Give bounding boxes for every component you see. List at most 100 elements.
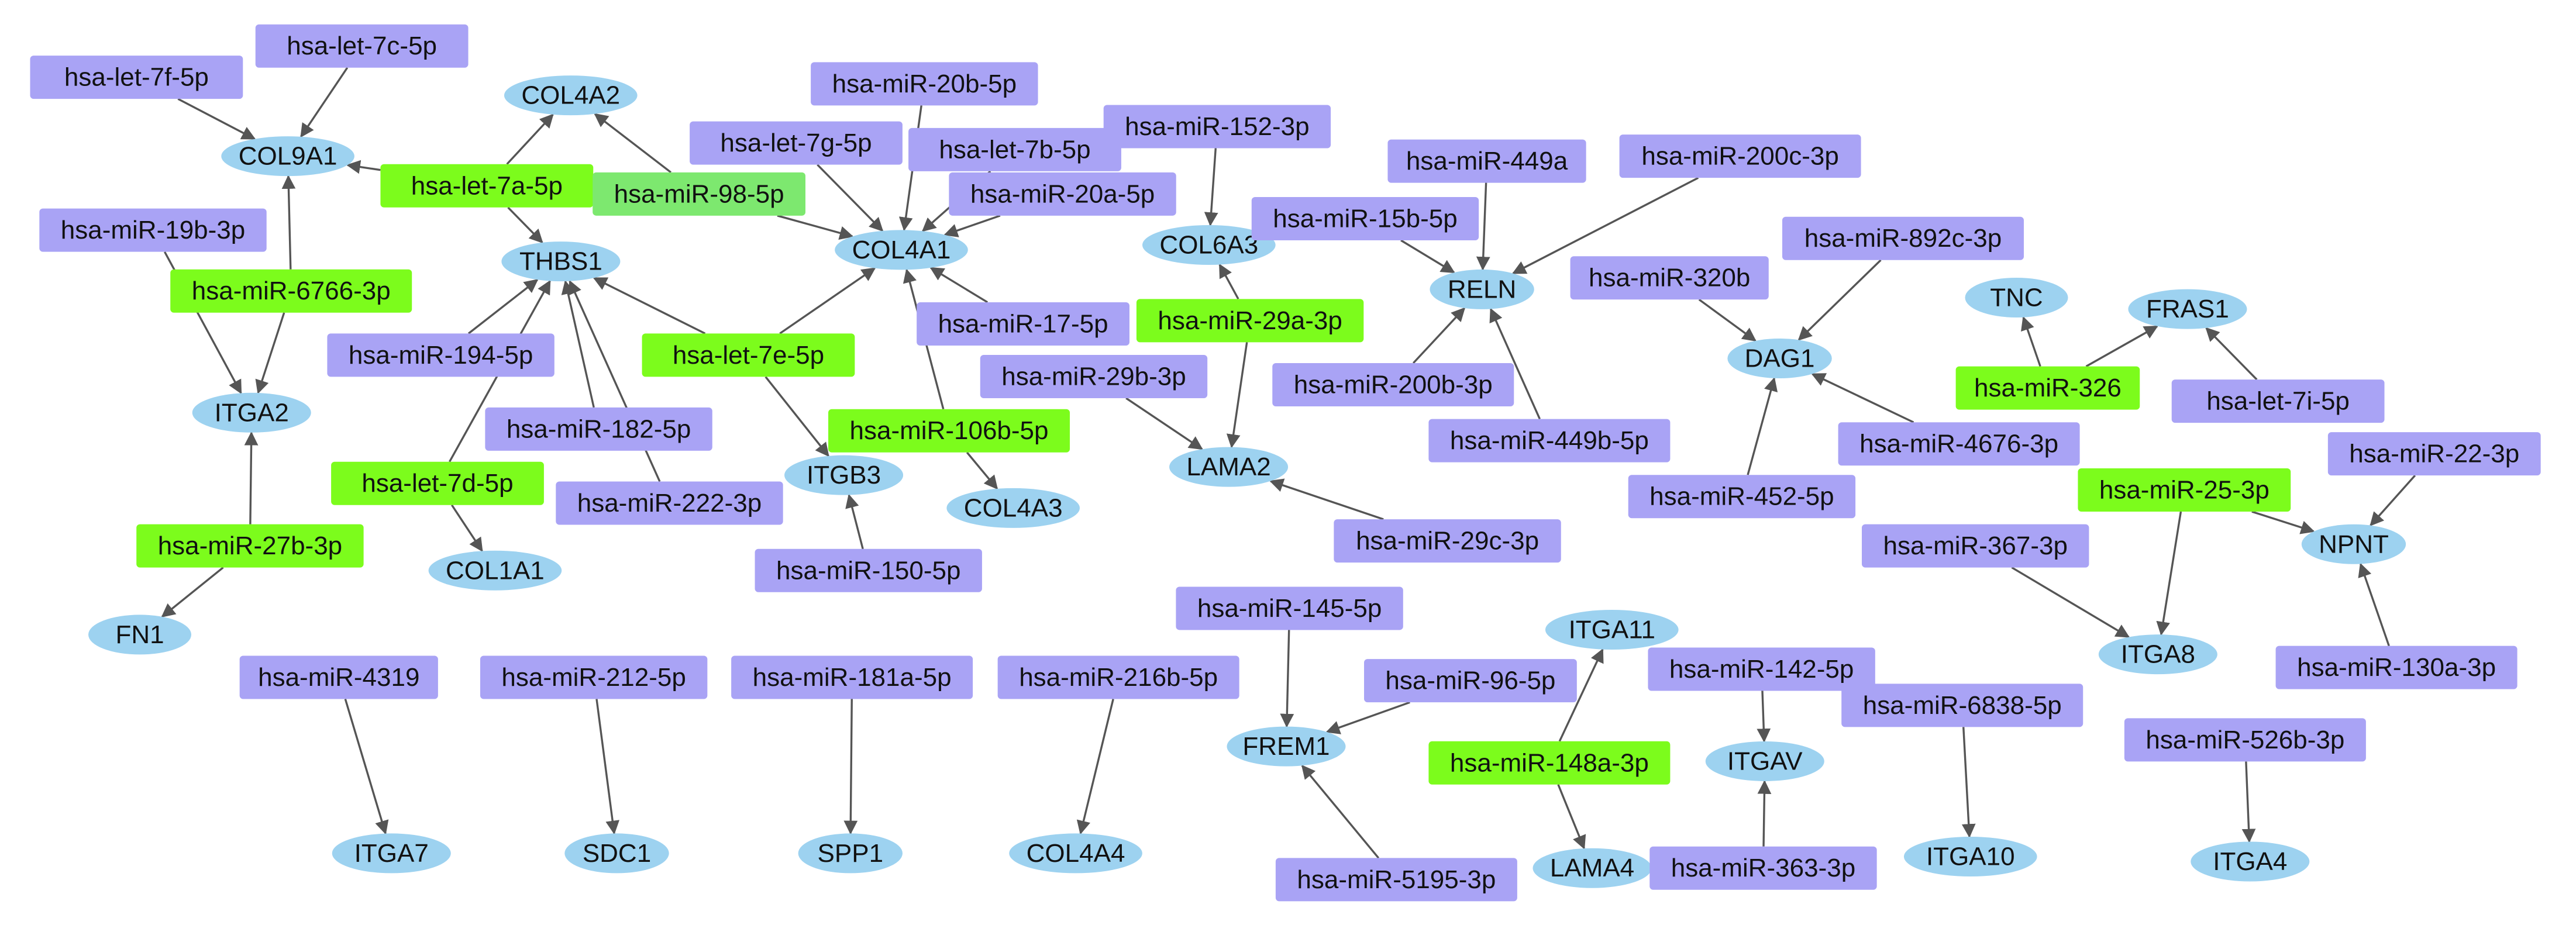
gene-ellipse <box>2301 524 2406 564</box>
gene-node-itgav[interactable]: ITGAV <box>1705 741 1824 781</box>
mirna-node-mir6766[interactable]: hsa-miR-6766-3p <box>170 269 412 313</box>
mirna-node-mir145[interactable]: hsa-miR-145-5p <box>1176 586 1403 630</box>
mirna-box <box>731 655 973 699</box>
mirna-node-mir892c[interactable]: hsa-miR-892c-3p <box>1782 216 2024 260</box>
mirna-node-mir29b[interactable]: hsa-miR-29b-3p <box>980 354 1208 398</box>
gene-node-itga7[interactable]: ITGA7 <box>332 833 451 874</box>
gene-node-thbs1[interactable]: THBS1 <box>501 241 621 282</box>
mirna-node-mir222[interactable]: hsa-miR-222-3p <box>556 481 783 525</box>
mirna-node-mir367[interactable]: hsa-miR-367-3p <box>1862 524 2089 568</box>
mirna-node-mir19b[interactable]: hsa-miR-19b-3p <box>39 208 267 252</box>
mirna-node-mir20b[interactable]: hsa-miR-20b-5p <box>811 62 1038 106</box>
mirna-node-mir20a[interactable]: hsa-miR-20a-5p <box>949 172 1176 216</box>
node-label: SDC1 <box>583 839 651 868</box>
mirna-node-mir22[interactable]: hsa-miR-22-3p <box>2327 432 2541 476</box>
mirna-node-mir27b[interactable]: hsa-miR-27b-3p <box>136 524 364 568</box>
mirna-node-mir148a[interactable]: hsa-miR-148a-3p <box>1428 741 1671 785</box>
mirna-node-mir320b[interactable]: hsa-miR-320b <box>1570 256 1769 300</box>
mirna-node-mir29c[interactable]: hsa-miR-29c-3p <box>1334 519 1561 563</box>
gene-node-itga8[interactable]: ITGA8 <box>2098 634 2217 675</box>
edge-mir182-to-THBS1 <box>561 280 595 408</box>
gene-node-col6a3[interactable]: COL6A3 <box>1142 225 1276 265</box>
gene-node-col4a2[interactable]: COL4A2 <box>504 75 638 116</box>
gene-node-lama4[interactable]: LAMA4 <box>1532 848 1652 888</box>
mirna-node-let7i[interactable]: hsa-let-7i-5p <box>2171 379 2385 423</box>
mirna-node-let7a[interactable]: hsa-let-7a-5p <box>380 164 594 208</box>
mirna-node-mir200b[interactable]: hsa-miR-200b-3p <box>1272 363 1514 407</box>
gene-ellipse <box>1545 609 1679 650</box>
mirna-box <box>1570 256 1769 300</box>
mirna-node-mir106b[interactable]: hsa-miR-106b-5p <box>828 409 1070 453</box>
gene-node-itga4[interactable]: ITGA4 <box>2191 841 2310 882</box>
mirna-node-mir449b[interactable]: hsa-miR-449b-5p <box>1428 419 1671 462</box>
mirna-node-mir15b[interactable]: hsa-miR-15b-5p <box>1251 196 1479 240</box>
mirna-node-mir4676[interactable]: hsa-miR-4676-3p <box>1838 422 2080 466</box>
mirna-node-let7e[interactable]: hsa-let-7e-5p <box>642 333 855 377</box>
mirna-node-mir194[interactable]: hsa-miR-194-5p <box>327 333 555 377</box>
mirna-node-mir200c[interactable]: hsa-miR-200c-3p <box>1619 134 1861 178</box>
node-label: hsa-miR-4319 <box>258 663 419 692</box>
gene-node-col9a1[interactable]: COL9A1 <box>221 136 354 177</box>
gene-node-itga2[interactable]: ITGA2 <box>192 392 311 433</box>
mirna-node-mir452[interactable]: hsa-miR-452-5p <box>1628 475 1856 519</box>
edge-mir17-to-COL4A1 <box>929 267 989 303</box>
edge-mir194-to-THBS1 <box>467 279 539 334</box>
gene-node-spp1[interactable]: SPP1 <box>798 833 903 874</box>
mirna-node-mir363[interactable]: hsa-miR-363-3p <box>1649 846 1877 890</box>
node-label: hsa-miR-145-5p <box>1197 594 1382 623</box>
gene-node-col4a1[interactable]: COL4A1 <box>835 230 968 270</box>
gene-node-col4a3[interactable]: COL4A3 <box>946 488 1080 528</box>
gene-node-col4a4[interactable]: COL4A4 <box>1009 833 1142 874</box>
node-label: ITGAV <box>1727 747 1803 775</box>
mirna-node-mir152[interactable]: hsa-miR-152-3p <box>1103 105 1331 149</box>
edge-mir148a-to-ITGA11 <box>1558 648 1604 742</box>
mirna-box <box>1275 858 1517 902</box>
edge-mir29a-to-LAMA2 <box>1226 342 1248 448</box>
node-label: TNC <box>1990 283 2043 312</box>
mirna-node-mir449a[interactable]: hsa-miR-449a <box>1387 139 1586 183</box>
gene-node-itgb3[interactable]: ITGB3 <box>784 455 904 495</box>
gene-node-itga10[interactable]: ITGA10 <box>1903 837 2037 877</box>
gene-node-reln[interactable]: RELN <box>1430 269 1534 309</box>
gene-node-npnt[interactable]: NPNT <box>2301 524 2406 564</box>
gene-node-fras1[interactable]: FRAS1 <box>2128 289 2247 329</box>
gene-node-itga11[interactable]: ITGA11 <box>1545 609 1679 650</box>
mirna-node-let7c[interactable]: hsa-let-7c-5p <box>255 24 469 68</box>
mirna-node-mir212[interactable]: hsa-miR-212-5p <box>480 655 708 699</box>
mirna-node-mir25[interactable]: hsa-miR-25-3p <box>2078 468 2291 512</box>
node-label: RELN <box>1448 275 1516 303</box>
gene-node-tnc[interactable]: TNC <box>1965 277 2068 317</box>
mirna-node-mir17[interactable]: hsa-miR-17-5p <box>917 302 1129 346</box>
mirna-node-mir181a[interactable]: hsa-miR-181a-5p <box>731 655 973 699</box>
mirna-node-mir182[interactable]: hsa-miR-182-5p <box>485 407 712 451</box>
mirna-node-mir150[interactable]: hsa-miR-150-5p <box>755 548 982 592</box>
mirna-node-mir98[interactable]: hsa-miR-98-5p <box>593 172 805 216</box>
mirna-node-let7d[interactable]: hsa-let-7d-5p <box>331 461 544 505</box>
mirna-node-mir4319[interactable]: hsa-miR-4319 <box>239 655 438 699</box>
gene-node-col1a1[interactable]: COL1A1 <box>428 550 562 591</box>
mirna-node-mir130a[interactable]: hsa-miR-130a-3p <box>2275 646 2518 689</box>
edge-mir29c-to-LAMA2 <box>1269 478 1384 520</box>
mirna-node-mir29a[interactable]: hsa-miR-29a-3p <box>1136 299 1364 343</box>
gene-node-frem1[interactable]: FREM1 <box>1227 726 1346 767</box>
gene-node-sdc1[interactable]: SDC1 <box>564 833 669 874</box>
mirna-node-mir96[interactable]: hsa-miR-96-5p <box>1364 659 1577 703</box>
mirna-node-let7g[interactable]: hsa-let-7g-5p <box>690 121 903 165</box>
gene-ellipse <box>798 833 903 874</box>
mirna-node-mir6838[interactable]: hsa-miR-6838-5p <box>1841 684 2083 727</box>
edge-mir367-to-ITGA8 <box>2011 567 2130 638</box>
node-label: hsa-miR-20b-5p <box>832 70 1017 98</box>
mirna-node-mir216b[interactable]: hsa-miR-216b-5p <box>997 655 1239 699</box>
mirna-node-mir326[interactable]: hsa-miR-326 <box>1955 366 2140 410</box>
edge-mir27b-to-FN1 <box>161 567 224 618</box>
gene-node-lama2[interactable]: LAMA2 <box>1169 447 1289 487</box>
mirna-node-mir526b[interactable]: hsa-miR-526b-3p <box>2124 718 2366 762</box>
mirna-node-let7b[interactable]: hsa-let-7b-5p <box>908 127 1121 171</box>
mirna-node-let7f[interactable]: hsa-let-7f-5p <box>30 56 243 99</box>
gene-ellipse <box>1705 741 1824 781</box>
gene-node-fn1[interactable]: FN1 <box>88 615 192 655</box>
mirna-node-mir142[interactable]: hsa-miR-142-5p <box>1648 647 1875 691</box>
mirna-node-mir5195[interactable]: hsa-miR-5195-3p <box>1275 858 1517 902</box>
gene-node-dag1[interactable]: DAG1 <box>1727 339 1832 379</box>
